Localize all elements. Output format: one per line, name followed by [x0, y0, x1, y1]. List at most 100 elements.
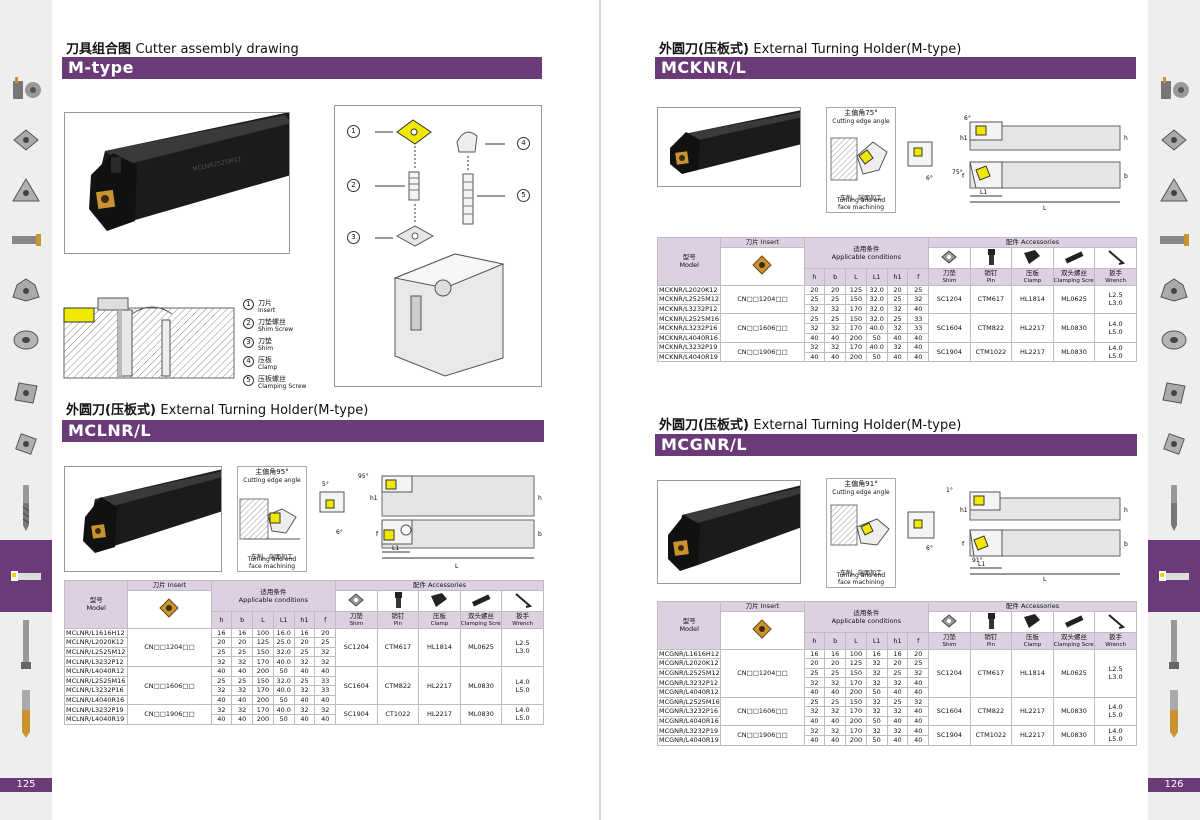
value-cell: 40	[907, 734, 930, 746]
value-cell: 25	[803, 313, 826, 324]
value-cell: 32	[210, 704, 233, 715]
value-cell: 25	[824, 313, 847, 324]
pin-cell: CTM617	[376, 627, 420, 667]
indexable-drill-icon[interactable]	[1156, 690, 1192, 740]
value-cell: 16.0	[272, 627, 295, 639]
wrench-cell: L4.0 L5.0	[1094, 696, 1137, 727]
value-cell: 32	[803, 725, 826, 736]
square-insert-icon[interactable]	[8, 125, 44, 155]
mcknr-heading: 外圆刀(压板式) External Turning Holder(M-type)	[659, 38, 961, 57]
drill-icon[interactable]	[1156, 485, 1192, 531]
dim-L1: L1	[980, 189, 987, 196]
value-cell: 40.0	[272, 656, 295, 667]
indexable-drill-icon[interactable]	[8, 690, 44, 740]
trigon-insert-icon[interactable]	[1156, 275, 1192, 305]
boring-bar-icon[interactable]	[8, 620, 44, 670]
accessory-icon-3	[1052, 246, 1096, 269]
square-insert-icon-2[interactable]	[8, 430, 44, 460]
round-insert-icon[interactable]	[1156, 325, 1192, 355]
drill-icon[interactable]	[8, 485, 44, 531]
model-cell: MCKNR/L2525M16	[656, 313, 722, 324]
shim-cell: SC1904	[928, 342, 971, 363]
screw-cell: ML0830	[1052, 342, 1096, 363]
value-cell: 40	[886, 734, 909, 746]
value-cell: 32	[803, 303, 826, 315]
value-cell: 25	[210, 675, 233, 687]
value-cell: 25	[886, 294, 909, 305]
value-cell: 40	[314, 665, 337, 677]
insert-cell: CN□□1906□□	[127, 704, 212, 725]
insert-header: 刀片 Insert	[720, 237, 805, 248]
diamond-insert-icon[interactable]	[1156, 378, 1192, 408]
right-page: 126 外圆刀(压板式) External Turning Holder(M-t…	[601, 0, 1200, 820]
accessory-icon-3	[459, 589, 503, 612]
value-cell: 33	[314, 685, 337, 696]
value-cell: 40	[907, 715, 930, 727]
col-L1: L1	[865, 631, 888, 650]
dim-a2: 5°	[322, 481, 329, 488]
value-cell: 32	[907, 294, 930, 305]
model-cell: MCLNR/L4040R19	[63, 713, 129, 725]
value-cell: 25	[907, 284, 930, 296]
dim-f: f	[376, 531, 379, 538]
clamp-cell: HL1814	[1011, 648, 1054, 698]
tool-holder-icon[interactable]	[8, 75, 44, 105]
grooving-tool-icon[interactable]	[1156, 225, 1192, 255]
assembly-title-en: Cutter assembly drawing	[135, 42, 299, 57]
value-cell: 50	[865, 351, 888, 363]
grooving-tool-icon[interactable]	[8, 225, 44, 255]
value-cell: 40	[803, 332, 826, 344]
machining-cn: 车削、端面加工	[839, 195, 882, 202]
value-cell: 40	[907, 725, 930, 736]
triangle-insert-icon[interactable]	[1156, 175, 1192, 205]
value-cell: 170	[252, 704, 274, 715]
triangle-insert-icon[interactable]	[8, 175, 44, 205]
value-cell: 32	[865, 725, 888, 736]
dim-a2: 6°	[964, 115, 971, 122]
value-cell: 32	[824, 342, 847, 353]
value-cell: 200	[845, 351, 867, 363]
value-cell: 40	[907, 677, 930, 688]
mclnr-heading: 外圆刀(压板式) External Turning Holder(M-type)	[66, 399, 368, 418]
value-cell: 32	[824, 706, 847, 717]
model-cell: MCGNR/L3232P19	[656, 725, 722, 736]
mcgnr-angle-card: 主偏角91° Cutting edge angle 车削、端面加工 Turnin…	[826, 478, 896, 588]
trigon-insert-icon[interactable]	[8, 275, 44, 305]
accessories-header: 配件 Accessories	[928, 237, 1137, 248]
square-insert-icon[interactable]	[1156, 125, 1192, 155]
value-cell: 40	[824, 686, 847, 698]
diamond-insert-icon[interactable]	[8, 378, 44, 408]
wrench-cell: L2.5 L3.0	[1094, 648, 1137, 698]
col-L1: L1	[865, 267, 888, 286]
external-holder-icon[interactable]	[0, 540, 52, 612]
round-insert-icon[interactable]	[8, 325, 44, 355]
col-h1: h1	[293, 610, 316, 629]
value-cell: 25	[803, 667, 826, 679]
shim-cell: SC1604	[335, 665, 378, 706]
value-cell: 50	[865, 734, 888, 746]
value-cell: 40	[824, 351, 847, 363]
value-cell: 32	[865, 696, 888, 708]
value-cell: 32	[886, 677, 909, 688]
screw-cell: ML0830	[1052, 725, 1096, 746]
model-cell: MCLNR/L2525M12	[63, 646, 129, 658]
square-insert-icon-2[interactable]	[1156, 430, 1192, 460]
external-holder-icon[interactable]	[1148, 540, 1200, 612]
tool-holder-icon[interactable]	[1156, 75, 1192, 105]
value-cell: 40	[824, 715, 847, 727]
mcgnr-dimension-drawing: L L1 h1 h f b 1° 6° 91°	[906, 482, 1136, 582]
boring-bar-icon[interactable]	[1156, 620, 1192, 670]
mcgnr-title-en: External Turning Holder(M-type)	[753, 418, 962, 433]
screw-cell: ML0625	[1052, 648, 1096, 698]
value-cell: 16	[824, 648, 847, 660]
page-number: 126	[1148, 778, 1200, 792]
value-cell: 32	[865, 706, 888, 717]
